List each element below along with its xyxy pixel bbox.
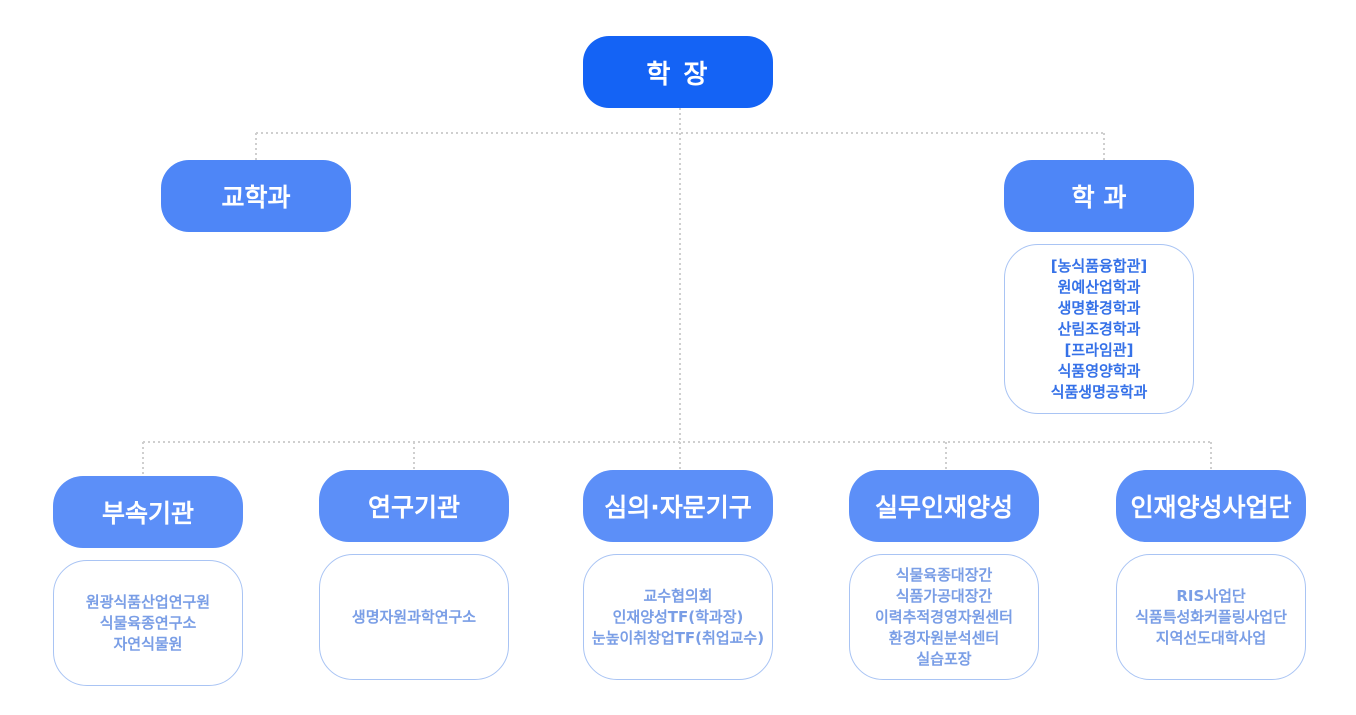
list-item: 환경자원분석센터	[888, 628, 1000, 647]
advisory-bodies-label: 심의·자문기구	[604, 493, 752, 522]
list-item: 식품가공대장간	[895, 586, 993, 605]
practical-training-label: 실무인재양성	[874, 493, 1013, 522]
list-item: 인재양성TF(학과장)	[612, 607, 744, 626]
department-item: 식품영양학과	[1057, 361, 1141, 380]
list-item: 생명자원과학연구소	[351, 607, 477, 626]
research-institutions-box: 생명자원과학연구소	[319, 554, 509, 680]
talent-project-node: 인재양성사업단	[1116, 470, 1306, 542]
dean-label: 학 장	[646, 59, 710, 90]
department-item: [프라임관]	[1064, 340, 1134, 359]
academic-affairs-node: 교학과	[161, 160, 351, 232]
affiliated-institutions-box: 원광식품산업연구원 식물육종연구소 자연식물원	[53, 560, 243, 686]
list-item: 눈높이취창업TF(취업교수)	[591, 628, 765, 647]
department-item: 원예산업학과	[1057, 277, 1141, 296]
department-item: 식품생명공학과	[1050, 382, 1148, 401]
practical-training-box: 식물육종대장간 식품가공대장간 이력추적경영자원센터 환경자원분석센터 실습포장	[849, 554, 1039, 680]
list-item: 식물육종연구소	[99, 613, 197, 632]
list-item: 지역선도대학사업	[1155, 628, 1267, 647]
list-item: 교수협의회	[643, 586, 713, 605]
affiliated-institutions-label: 부속기관	[101, 499, 194, 528]
talent-project-label: 인재양성사업단	[1130, 493, 1292, 522]
advisory-bodies-node: 심의·자문기구	[583, 470, 773, 542]
research-institutions-node: 연구기관	[319, 470, 509, 542]
list-item: 식물육종대장간	[895, 565, 993, 584]
dean-node: 학 장	[583, 36, 773, 108]
research-institutions-label: 연구기관	[367, 493, 460, 522]
practical-training-node: 실무인재양성	[849, 470, 1039, 542]
departments-label: 학 과	[1071, 183, 1127, 212]
list-item: RIS사업단	[1176, 586, 1246, 605]
department-item: 생명환경학과	[1057, 298, 1141, 317]
list-item: 자연식물원	[113, 634, 183, 653]
department-item: 산림조경학과	[1057, 319, 1141, 338]
list-item: 식품특성화커플링사업단	[1135, 607, 1287, 626]
list-item: 실습포장	[916, 649, 972, 668]
academic-affairs-label: 교학과	[221, 183, 291, 212]
departments-list-box: [농식품융합관] 원예산업학과 생명환경학과 산림조경학과 [프라임관] 식품영…	[1004, 244, 1194, 414]
affiliated-institutions-node: 부속기관	[53, 476, 243, 548]
list-item: 이력추적경영자원센터	[874, 607, 1013, 626]
advisory-bodies-box: 교수협의회 인재양성TF(학과장) 눈높이취창업TF(취업교수)	[583, 554, 773, 680]
talent-project-box: RIS사업단 식품특성화커플링사업단 지역선도대학사업	[1116, 554, 1306, 680]
departments-node: 학 과	[1004, 160, 1194, 232]
department-item: [농식품융합관]	[1050, 256, 1148, 275]
list-item: 원광식품산업연구원	[85, 592, 211, 611]
